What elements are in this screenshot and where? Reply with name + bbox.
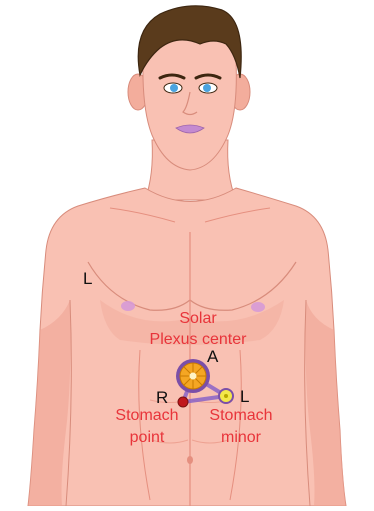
nipple-right xyxy=(251,302,265,312)
navel xyxy=(187,456,193,464)
stomach-minor-label-line1: Stomach xyxy=(209,407,272,424)
stomach-minor-core xyxy=(224,394,228,398)
nipple-left xyxy=(121,301,135,311)
point-r-label: R xyxy=(156,388,168,407)
stomach-minor-label-line2: minor xyxy=(221,429,262,446)
solar-plexus-core xyxy=(190,373,197,380)
human-figure xyxy=(28,6,346,506)
stomach-point-label-line1: Stomach xyxy=(115,407,178,424)
point-l-label: L xyxy=(240,387,249,406)
iris-left xyxy=(170,84,178,92)
solar-plexus-label-line1: Solar xyxy=(179,310,217,327)
torso-side-label: L xyxy=(83,269,92,288)
solar-plexus-label-line2: Plexus center xyxy=(150,331,248,348)
point-a-label: A xyxy=(207,347,219,366)
stomach-point-marker xyxy=(178,397,188,407)
iris-right xyxy=(203,84,211,92)
stomach-point-label-line2: point xyxy=(130,429,165,446)
